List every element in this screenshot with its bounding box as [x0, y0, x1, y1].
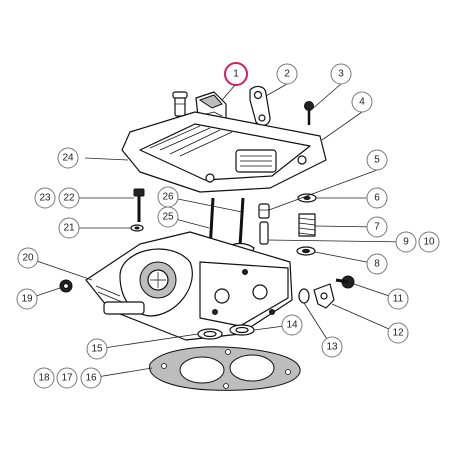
callout-3: 3	[330, 63, 352, 85]
callout-25: 25	[157, 206, 179, 228]
leader-lines	[26, 83, 407, 379]
svg-text:2: 2	[284, 69, 290, 80]
callout-23: 23	[34, 187, 56, 209]
callout-8: 8	[366, 253, 388, 275]
svg-text:6: 6	[374, 193, 380, 204]
svg-text:22: 22	[63, 193, 75, 204]
callout-2: 2	[276, 63, 298, 85]
part-7-spring	[298, 213, 316, 237]
part-9-guide	[259, 221, 269, 245]
part-8-seat	[296, 246, 316, 256]
svg-text:1: 1	[233, 69, 239, 80]
callout-7: 7	[366, 216, 388, 238]
svg-text:20: 20	[22, 253, 34, 264]
part-stud-1	[172, 91, 188, 117]
callout-17: 17	[56, 367, 78, 389]
part-20-cylinder-head	[85, 231, 293, 341]
part-24-valve-cover	[121, 111, 327, 193]
part-12-bracket	[313, 283, 335, 309]
callout-19: 19	[16, 288, 38, 310]
part-16-gasket	[149, 346, 301, 391]
svg-text:4: 4	[359, 97, 365, 108]
svg-text:12: 12	[392, 328, 404, 339]
svg-text:11: 11	[393, 294, 404, 305]
callout-4: 4	[351, 91, 373, 113]
callout-20: 20	[17, 247, 39, 269]
svg-text:18: 18	[38, 373, 50, 384]
svg-text:8: 8	[374, 259, 380, 270]
part-11-bolt	[335, 275, 355, 289]
callouts: 1 2 3 4 5 6 7 8	[16, 62, 440, 389]
svg-text:13: 13	[326, 342, 338, 353]
svg-text:19: 19	[21, 294, 33, 305]
svg-text:17: 17	[61, 373, 73, 384]
svg-text:15: 15	[91, 344, 103, 355]
callout-6: 6	[366, 187, 388, 209]
callout-10: 10	[418, 231, 440, 253]
part-3-screw	[304, 101, 314, 125]
callout-9: 9	[395, 231, 417, 253]
part-13-o-ring	[298, 288, 310, 304]
svg-text:21: 21	[63, 223, 75, 234]
callout-1: 1	[224, 62, 248, 86]
callout-16: 16	[80, 367, 102, 389]
part-21-washer	[130, 224, 144, 232]
callout-13: 13	[321, 336, 343, 358]
part-5-sleeve	[258, 203, 270, 219]
callout-12: 12	[387, 322, 409, 344]
svg-text:24: 24	[62, 153, 74, 164]
svg-text:3: 3	[338, 69, 344, 80]
callout-18: 18	[33, 367, 55, 389]
svg-text:23: 23	[39, 193, 51, 204]
callout-24: 24	[57, 147, 79, 169]
part-2-rocker	[249, 85, 271, 127]
part-22-bolt	[133, 188, 145, 222]
callout-14: 14	[281, 314, 303, 336]
callout-11: 11	[387, 288, 409, 310]
part-14-seal	[229, 324, 255, 336]
svg-text:16: 16	[85, 373, 97, 384]
svg-text:9: 9	[403, 237, 409, 248]
part-15-seal	[197, 328, 223, 340]
callout-26: 26	[157, 186, 179, 208]
svg-text:26: 26	[162, 192, 174, 203]
part-19-nut	[59, 279, 73, 293]
svg-text:7: 7	[374, 222, 380, 233]
svg-text:25: 25	[162, 212, 174, 223]
callout-22: 22	[58, 187, 80, 209]
callout-21: 21	[58, 217, 80, 239]
svg-text:5: 5	[374, 155, 380, 166]
callout-5: 5	[366, 149, 388, 171]
svg-text:10: 10	[423, 237, 435, 248]
callout-15: 15	[86, 338, 108, 360]
part-6-retainer	[297, 193, 317, 203]
svg-text:14: 14	[286, 320, 298, 331]
